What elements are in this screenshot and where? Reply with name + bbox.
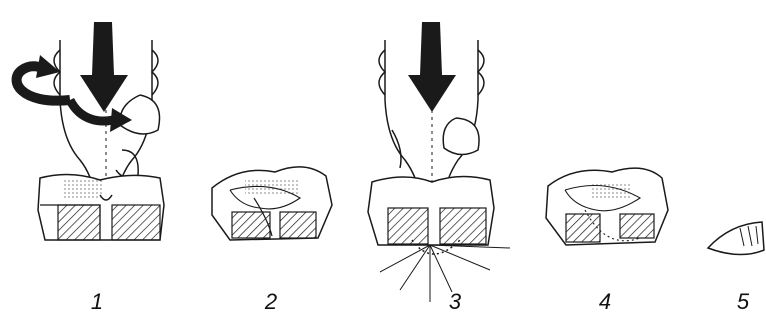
step-2-figure [212, 167, 332, 240]
step-4-label: 4 [590, 290, 620, 314]
step-5-label: 5 [728, 290, 758, 314]
step-1-label: 1 [82, 290, 112, 314]
step-4-figure [546, 168, 668, 245]
step-5-figure [708, 222, 764, 255]
step-1-figure [17, 22, 164, 240]
step-2-label: 2 [256, 290, 286, 314]
step-3-figure [368, 22, 510, 302]
step-3-label: 3 [440, 290, 470, 314]
